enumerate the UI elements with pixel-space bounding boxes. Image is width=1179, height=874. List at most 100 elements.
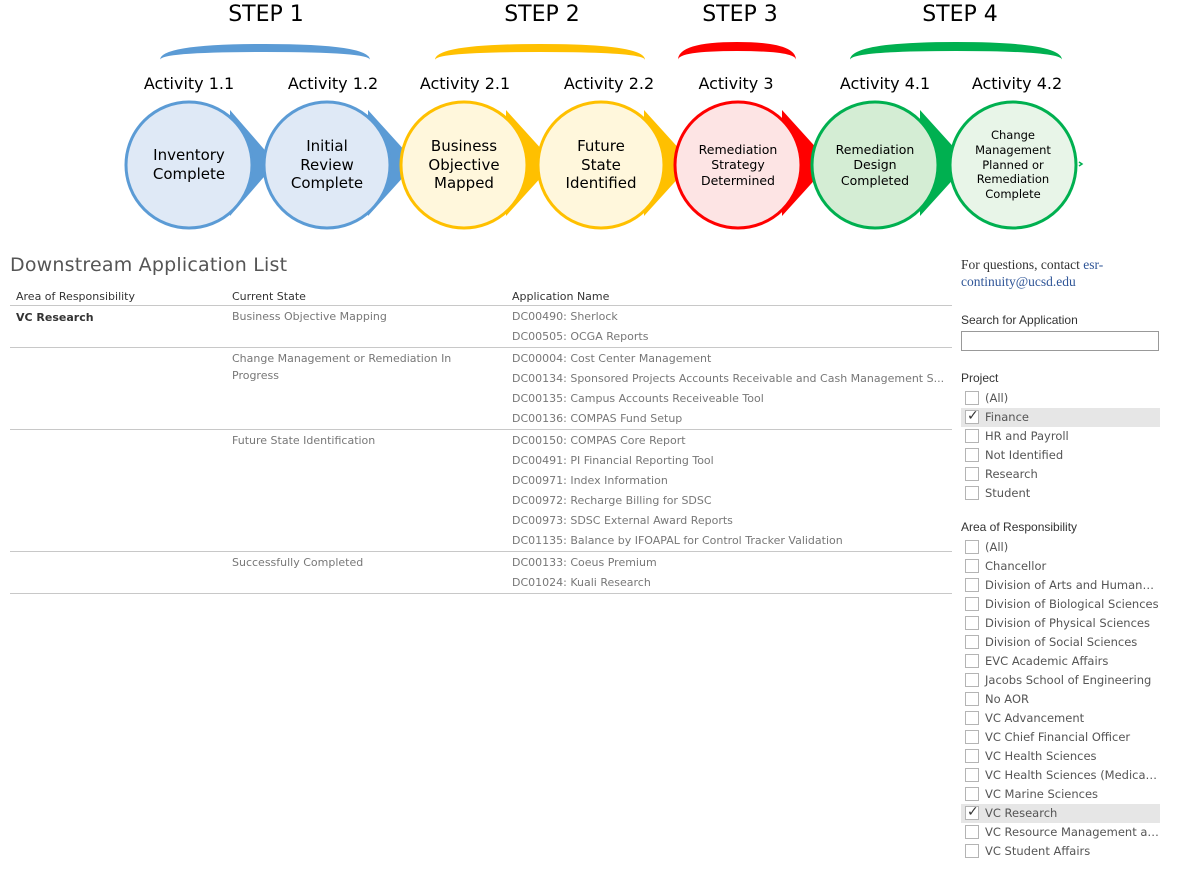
contact-text: For questions, contact [961,257,1084,272]
table-row[interactable]: DC00490: Sherlock [512,310,618,323]
checkbox[interactable] [965,768,979,782]
aor-option[interactable]: No AOR [961,690,1160,709]
aor-option[interactable]: VC Marine Sciences [961,785,1160,804]
application-table: Area of Responsibility Current State App… [10,289,952,594]
state-group: Change Management or Remediation In Prog… [10,348,952,430]
circle-text-line: Complete [985,187,1041,202]
checkbox[interactable] [965,844,979,858]
header-current-state[interactable]: Current State [232,290,306,303]
contact-email-link[interactable]: esr-continuity@ucsd.edu [961,257,1104,289]
circle-text-line: Determined [700,172,775,188]
checkbox[interactable] [965,391,979,405]
checkbox[interactable] [965,711,979,725]
circle-change-management [948,100,1078,230]
checkbox[interactable]: ✓ [965,804,979,820]
activity-1-1: Activity 1.1 [143,74,235,93]
activity-4-2: Activity 4.2 [971,74,1063,93]
activity-2-2: Activity 2.2 [563,74,655,93]
aor-option[interactable]: Division of Physical Sciences [961,614,1160,633]
search-input[interactable] [961,331,1159,351]
cell-current-state[interactable]: Change Management or Remediation In Prog… [232,352,452,382]
aor-option[interactable]: Jacobs School of Engineering [961,671,1160,690]
aor-option[interactable]: EVC Academic Affairs [961,652,1160,671]
table-row[interactable]: DC00505: OCGA Reports [512,330,649,343]
checkbox[interactable] [965,787,979,801]
aor-option[interactable]: VC Advancement [961,709,1160,728]
aor-option[interactable]: VC Student Affairs [961,842,1160,861]
step-4-title: STEP 4 [922,2,998,27]
project-option-label: Finance [985,410,1029,424]
step-2-brace [435,44,645,60]
aor-option[interactable]: Division of Arts and Humana... [961,576,1160,595]
aor-option-label: Division of Physical Sciences [985,616,1150,630]
circle-text-line: Remediation [698,141,778,157]
table-row[interactable]: DC00973: SDSC External Award Reports [512,514,733,527]
project-filter-title: Project [961,371,999,385]
aor-filter-title: Area of Responsibility [961,520,1078,534]
checkbox[interactable] [965,486,979,500]
checkbox[interactable] [965,673,979,687]
aor-option[interactable]: VC Resource Management an... [961,823,1160,842]
project-option-label: (All) [985,391,1009,405]
table-row[interactable]: DC01135: Balance by IFOAPAL for Control … [512,534,843,547]
table-row[interactable]: DC00491: PI Financial Reporting Tool [512,454,714,467]
checkbox[interactable] [965,448,979,462]
cell-current-state[interactable]: Future State Identification [232,434,376,447]
checkbox[interactable] [965,597,979,611]
checkbox[interactable] [965,616,979,630]
table-row[interactable]: DC01024: Kuali Research [512,576,651,589]
project-option[interactable]: Research [961,465,1160,484]
checkbox[interactable] [965,429,979,443]
table-row[interactable]: DC00971: Index Information [512,474,668,487]
project-option-label: HR and Payroll [985,429,1069,443]
checkbox[interactable] [965,540,979,554]
checkbox[interactable] [965,654,979,668]
aor-option[interactable]: VC Health Sciences (Medical ... [961,766,1160,785]
checkbox[interactable] [965,825,979,839]
arrow-stub-7 [1078,161,1084,167]
table-row[interactable]: DC00136: COMPAS Fund Setup [512,412,683,425]
aor-option-label: VC Marine Sciences [985,787,1099,801]
project-option[interactable]: HR and Payroll [961,427,1160,446]
checkbox[interactable] [965,730,979,744]
table-row[interactable]: DC00004: Cost Center Management [512,352,712,365]
table-row[interactable]: DC00150: COMPAS Core Report [512,434,686,447]
checkbox[interactable] [965,749,979,763]
aor-option-label: Division of Arts and Humana... [985,578,1160,592]
cell-current-state[interactable]: Successfully Completed [232,556,364,569]
header-area-of-responsibility[interactable]: Area of Responsibility [16,290,136,303]
cell-area-of-responsibility[interactable]: VC Research [16,311,94,324]
activity-3: Activity 3 [698,74,774,93]
checkbox[interactable] [965,559,979,573]
circle-text-line: Objective [428,155,500,174]
aor-option[interactable]: (All) [961,538,1160,557]
table-row[interactable]: DC00972: Recharge Billing for SDSC [512,494,712,507]
project-option[interactable]: ✓ Finance [961,408,1160,427]
aor-option[interactable]: VC Health Sciences [961,747,1160,766]
checkbox[interactable] [965,692,979,706]
checkbox[interactable] [965,635,979,649]
checkbox[interactable]: ✓ [965,408,979,424]
header-application-name[interactable]: Application Name [512,290,610,303]
aor-option[interactable]: VC Chief Financial Officer [961,728,1160,747]
cell-current-state[interactable]: Business Objective Mapping [232,310,387,323]
aor-option[interactable]: Division of Social Sciences [961,633,1160,652]
checkbox[interactable] [965,467,979,481]
table-row[interactable]: DC00133: Coeus Premium [512,556,657,569]
project-option[interactable]: Not Identified [961,446,1160,465]
project-option[interactable]: (All) [961,389,1160,408]
aor-option[interactable]: ✓VC Research [961,804,1160,823]
aor-option[interactable]: Chancellor [961,557,1160,576]
checkbox[interactable] [965,578,979,592]
aor-option[interactable]: Division of Biological Sciences [961,595,1160,614]
circle-text-line: Remediation [976,172,1050,187]
step-2-title: STEP 2 [504,2,580,27]
table-row[interactable]: DC00135: Campus Accounts Receiveable Too… [512,392,764,405]
table-row[interactable]: DC00134: Sponsored Projects Accounts Rec… [512,372,945,385]
project-option[interactable]: Student [961,484,1160,503]
circle-text-line: Strategy [711,157,765,173]
